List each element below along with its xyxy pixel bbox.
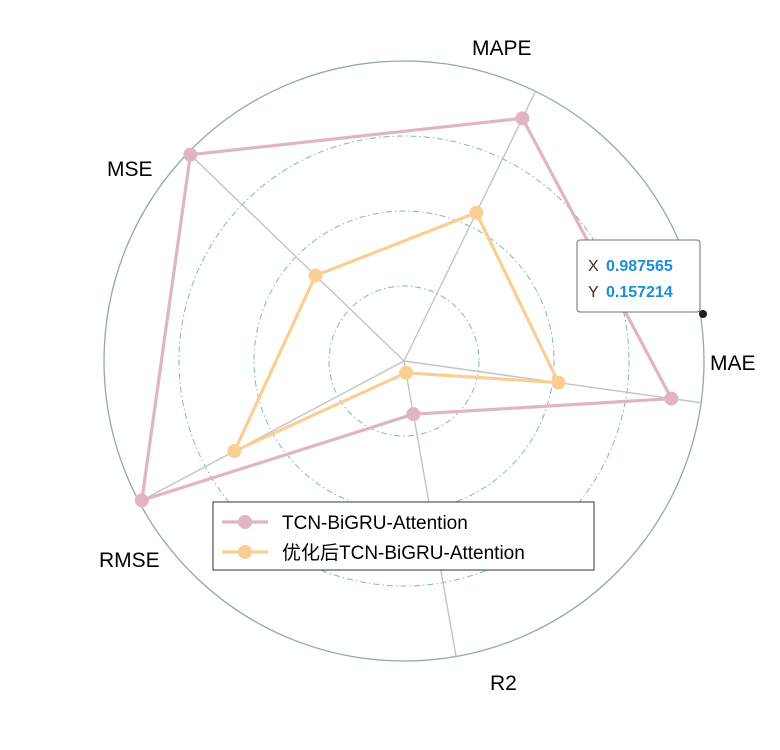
grid-ring-3 [178, 135, 630, 587]
grid-ring-1 [328, 285, 480, 437]
grid-ring-2 [253, 210, 555, 512]
grid [103, 60, 705, 662]
series-2-point-mse [308, 268, 323, 283]
series-group [134, 111, 679, 508]
data-tip-marker [699, 310, 707, 318]
axis-label-rmse: RMSE [99, 549, 160, 572]
data-tip-y-value: 0.157214 [606, 284, 673, 301]
spoke-mape [403, 91, 537, 362]
data-tip-x-label: X [588, 258, 599, 275]
legend-label-series-1: TCN-BiGRU-Attention [282, 513, 468, 534]
series-1-line [140, 116, 674, 502]
series-2-point-mape [469, 205, 484, 220]
series-2-point-r2 [399, 365, 414, 380]
axis-label-r2: R2 [490, 672, 517, 695]
series-2-point-rmse [227, 444, 242, 459]
legend-label-series-2: 优化后TCN-BiGRU-Attention [282, 542, 525, 564]
legend[interactable]: TCN-BiGRU-Attention 优化后TCN-BiGRU-Attenti… [212, 501, 595, 571]
series-1-point-mape [515, 111, 530, 126]
data-tip-x-value: 0.987565 [606, 258, 673, 275]
series-1-point-rmse [134, 493, 149, 508]
series-2-line [232, 211, 561, 453]
legend-marker-series-1 [238, 515, 252, 529]
series-1-point-mae [664, 391, 679, 406]
spoke-mse [187, 152, 405, 362]
axis-label-mse: MSE [107, 158, 153, 181]
axis-label-mape: MAPE [472, 37, 532, 60]
grid-ring-outer [103, 60, 705, 662]
series-2-point-mae [551, 375, 566, 390]
series-1-point-mse [183, 147, 198, 162]
data-tip: X 0.987565 Y 0.157214 [576, 239, 707, 318]
series-1-point-r2 [406, 407, 421, 422]
data-tip-box [576, 239, 701, 313]
spoke-rmse [138, 360, 405, 503]
axis-label-mae: MAE [710, 352, 756, 375]
data-tip-y-label: Y [588, 284, 599, 301]
legend-box [212, 501, 595, 571]
legend-marker-series-2 [238, 545, 252, 559]
